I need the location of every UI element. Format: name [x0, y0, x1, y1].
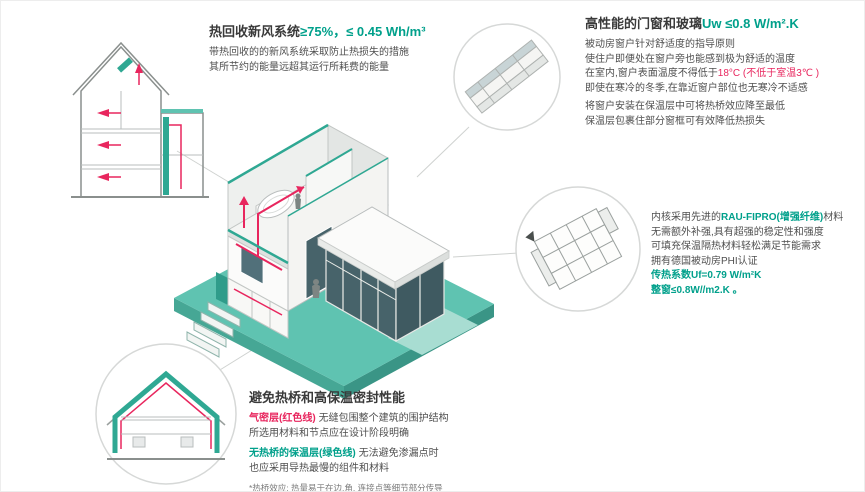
profile-line1: 内核采用先进的RAU-FIPRO(增强纤维)材料: [651, 211, 864, 226]
thermal-line3-green-label: 无热桥的保温层(绿色线): [249, 448, 356, 459]
window-title: 高性能的门窗和玻璃Uw ≤0.8 W/m².K: [585, 13, 860, 32]
airflow-arrows: [97, 63, 143, 181]
ventilation-line2: 其所节约的能量远超其运行所耗费的能量: [209, 61, 389, 73]
interior-floors: [121, 416, 211, 435]
thermal-line1-red-label: 气密层(红色线): [249, 413, 316, 424]
thermal-line2: 所选用材料和节点应在设计阶段明确: [249, 427, 409, 439]
thermal-line3: 无热桥的保温层(绿色线)无法避免渗漏点时: [249, 447, 559, 462]
window-line6: 保温层包裹住部分窗框可有效降低热损失: [585, 115, 765, 127]
window-corner-detail-circle: [453, 23, 561, 131]
thermal-block: 避免热桥和高保温密封性能 气密层(红色线)无缝包围整个建筑的围护结构 所选用材料…: [249, 387, 559, 492]
thermal-line4: 也应采用导热最慢的组件和材料: [249, 462, 389, 474]
profile-block: 内核采用先进的RAU-FIPRO(增强纤维)材料 无需额外补强,具有超强的稳定性…: [651, 211, 864, 298]
profile-line1-pre: 内核采用先进的: [651, 212, 721, 223]
window-line3-red: 18°C (不低于室温3℃ ): [717, 68, 820, 79]
profile-line3: 可填充保温隔热材料轻松满足节能需求: [651, 241, 821, 252]
profile-line6: 整窗≤0.8W//m2.K 。: [651, 284, 743, 296]
window-profile-detail-circle: [515, 186, 641, 312]
ventilation-title-black: 热回收新风系统: [209, 24, 301, 39]
insulation-cut-edges: [227, 123, 389, 265]
profile-line1-post: 材料: [823, 212, 844, 223]
window-title-green: Uw ≤0.8 W/m².K: [702, 16, 799, 31]
insulation-detail-circle: [95, 343, 237, 485]
thermal-line1-black: 无缝包围整个建筑的围护结构: [318, 413, 449, 424]
window-line3-black: 在室内,窗户表面温度不得低于: [585, 68, 718, 79]
ventilation-title-green: ≥75%，≤ 0.45 Wh/m³: [300, 24, 426, 39]
annex-insulation-band: [161, 109, 203, 113]
window-block: 高性能的门窗和玻璃Uw ≤0.8 W/m².K 被动房窗户针对舒适度的指导原则 …: [585, 13, 860, 129]
isometric-house-illustration: [174, 123, 494, 399]
person-figure-upper: [295, 193, 301, 209]
interior-windows: [132, 436, 194, 448]
person-figure: [312, 279, 320, 298]
thermal-line1: 气密层(红色线)无缝包围整个建筑的围护结构: [249, 412, 559, 427]
ventilation-ducts: [235, 186, 305, 271]
window-frame-corner: [464, 39, 549, 114]
profile-cross-section: [525, 206, 623, 290]
floor-slabs: [81, 91, 203, 170]
window-line5: 将窗户安装在保温层中可将热桥效应降至最低: [585, 101, 785, 112]
thermal-footnote: *热桥效应: 热量易于在边,角, 连接点等细节部分传导: [249, 483, 443, 492]
roof-heat-unit: [117, 57, 133, 73]
window-line1: 被动房窗户针对舒适度的指导原则: [585, 39, 735, 50]
profile-line1-green: RAU-FIPRO(增强纤维): [721, 212, 824, 223]
window-line2: 使住户即便处在窗户旁也能感到极为舒适的温度: [585, 53, 795, 65]
building-section-illustration: [71, 41, 209, 198]
red-duct: [169, 124, 182, 189]
insulation-layer-green-line: [112, 370, 220, 453]
window-line3: 在室内,窗户表面温度不得低于18°C (不低于室温3℃ ): [585, 67, 860, 82]
thermal-title: 避免热桥和高保温密封性能: [249, 390, 406, 405]
garden-stairs: [186, 301, 241, 358]
ventilation-block: 热回收新风系统≥75%，≤ 0.45 Wh/m³ 带热回收的的新风系统采取防止热…: [209, 21, 469, 75]
ventilation-line1: 带热回收的的新风系统采取防止热损失的措施: [209, 47, 409, 58]
window-title-black: 高性能的门窗和玻璃: [585, 16, 703, 31]
profile-line4: 拥有德国被动房PHI认证: [651, 255, 758, 267]
ventilation-shaft: [163, 117, 169, 195]
airtight-layer-red-line: [120, 382, 212, 449]
glazed-wing: [316, 206, 451, 343]
profile-line5: 传热系数Uf=0.79 W/m²K: [651, 270, 762, 281]
profile-line2: 无需额外补强,具有超强的稳定性和强度: [651, 226, 824, 238]
ventilation-title: 热回收新风系统≥75%，≤ 0.45 Wh/m³: [209, 21, 469, 40]
thermal-line3-black: 无法避免渗漏点时: [358, 448, 439, 459]
window-line4: 即使在寒冷的冬季,在靠近窗户部位也无寒冷不适感: [585, 82, 808, 94]
